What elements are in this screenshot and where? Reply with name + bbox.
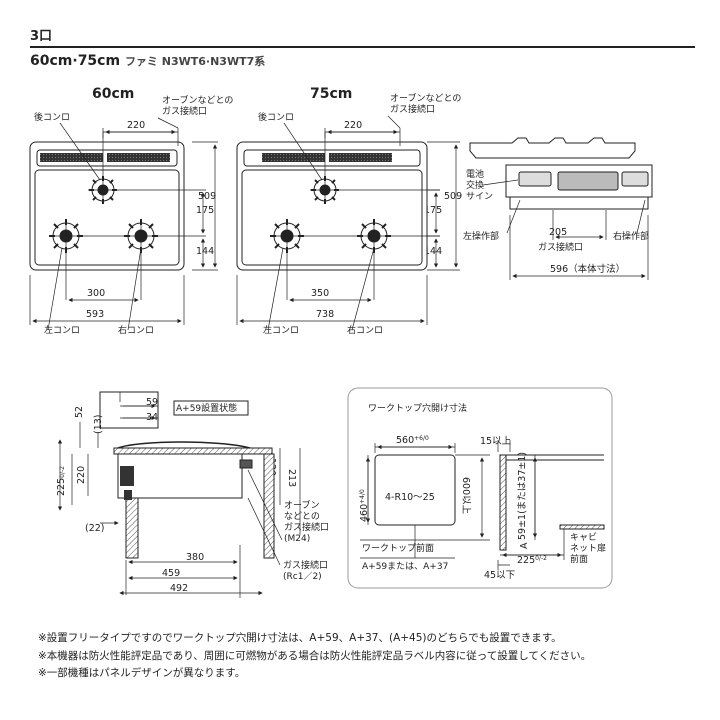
- cutout-wall: [499, 454, 507, 551]
- cutout-dim-45: 45以下: [484, 570, 516, 581]
- w60-rear-burner-label: 後コンロ: [34, 113, 71, 123]
- front-right-ctrl: 右操作部: [613, 232, 650, 242]
- w75-oven-label-2: ガス接続口: [390, 105, 436, 115]
- w60-grill-left: [40, 153, 103, 162]
- cutout-cab-1: キャビ: [570, 533, 598, 543]
- side-dim-box: [99, 391, 159, 429]
- model-60-label: 60cm: [92, 86, 135, 102]
- w75-dim-509: 509: [444, 191, 463, 202]
- side-control-block: [120, 466, 134, 500]
- section-title: 3口: [30, 29, 53, 44]
- front-battery-3: サイン: [466, 192, 494, 202]
- w75-dim-top: 220: [344, 120, 363, 131]
- side-state-box: [173, 400, 249, 416]
- page-subtitle: 60cm·75cm ファミ N3WT6·N3WT7系: [30, 54, 265, 68]
- front-dim-596: 596（本体寸法）: [550, 264, 626, 275]
- side-rear-wall: [263, 453, 275, 559]
- front-view: [469, 137, 653, 280]
- w60-grill-right: [107, 153, 170, 162]
- cutout-a-value: A+59または、A+37: [362, 562, 449, 572]
- side-dim-380: 380: [186, 552, 205, 563]
- cutout-dim-225: 2250/-2: [517, 555, 547, 566]
- w60-left-burner-label: 左コンロ: [44, 326, 81, 336]
- side-dim-459: 459: [162, 568, 181, 579]
- side-oven-1: オーブン: [284, 501, 320, 511]
- w75-back-panel: [243, 149, 421, 167]
- cutout-frame: [347, 387, 613, 589]
- side-oven-4: (M24): [284, 534, 311, 544]
- front-lower-body: [509, 196, 649, 210]
- w60-oven-label-1: オーブンなどとの: [162, 96, 234, 106]
- side-oven-3: ガス接続口: [284, 523, 330, 533]
- cutout-hole: [374, 454, 456, 526]
- cutout-front-label: ワークトップ前面: [362, 544, 435, 554]
- side-worktop: [113, 447, 273, 455]
- side-dim-492: 492: [170, 583, 189, 594]
- front-right-knob: [621, 171, 649, 187]
- side-dim-22: (22): [85, 523, 105, 534]
- w60-dim-300: 300: [87, 288, 106, 299]
- front-left-ctrl: 左操作部: [463, 232, 500, 242]
- header-rule: [30, 46, 695, 48]
- front-left-knob: [518, 171, 552, 187]
- side-oven-connector: [239, 459, 253, 469]
- side-gas-2: (Rc1／2): [283, 572, 322, 582]
- w60-right-burner-label: 右コンロ: [118, 326, 155, 336]
- cutout-dim-15: 15以上: [480, 436, 512, 447]
- w75-dim-350: 350: [311, 288, 330, 299]
- model-75-label: 75cm: [310, 86, 353, 102]
- note-2: ※本機器は防火性能評定品であり、周囲に可燃物がある場合は防火性能評定品ラベル内容…: [38, 650, 592, 662]
- w75-grill-right: [329, 153, 392, 162]
- w60-top-plate: [34, 169, 180, 266]
- w75-top-view: [236, 115, 460, 331]
- w75-right-burner-label: 右コンロ: [347, 326, 384, 336]
- cutout-dim-560: 560+6/0: [396, 435, 429, 446]
- w75-left-burner-label: 左コンロ: [263, 326, 300, 336]
- w60-dim-top: 220: [127, 120, 146, 131]
- w60-dim-509: 509: [198, 191, 217, 202]
- note-1: ※設置フリータイプですのでワークトップ穴開け寸法は、A+59、A+37、(A+4…: [38, 632, 562, 644]
- front-dim-205: 205: [549, 227, 568, 238]
- side-front-board: [125, 497, 139, 559]
- cutout-cab-2: ネット扉: [570, 544, 607, 554]
- front-gas-label: ガス接続口: [538, 243, 584, 253]
- w60-top-view: [29, 117, 218, 331]
- w75-top-plate: [241, 169, 423, 266]
- subtitle-series: ファミ N3WT6·N3WT7系: [124, 55, 266, 68]
- side-view: [57, 391, 301, 598]
- cutout-title: ワークトップ穴開け寸法: [368, 404, 468, 414]
- side-state-label: A+59設置状態: [176, 404, 238, 414]
- cutout-radius: 4-R10～25: [385, 492, 435, 503]
- w75-dim-144: 144: [424, 246, 443, 257]
- subtitle-sizes: 60cm·75cm: [30, 53, 121, 69]
- w75-rear-burner-label: 後コンロ: [258, 113, 295, 123]
- w75-oven-label-1: オーブンなどとの: [390, 94, 462, 104]
- w60-dim-593: 593: [86, 309, 105, 320]
- side-body: [117, 453, 243, 499]
- w75-dim-738: 738: [316, 309, 335, 320]
- side-oven-2: などとの: [284, 512, 320, 522]
- w60-oven-label-2: ガス接続口: [162, 107, 208, 117]
- note-3: ※一部機種はパネルデザインが異なります。: [38, 667, 246, 679]
- w75-grill-left: [262, 153, 325, 162]
- cutout-cab-3: 前面: [570, 555, 589, 565]
- w75-dim-175: 175: [424, 205, 443, 216]
- front-battery-1: 電池: [466, 170, 485, 180]
- side-gas-1: ガス接続口: [283, 561, 329, 571]
- front-battery-2: 交換: [466, 181, 485, 191]
- front-top-burners: [469, 137, 636, 159]
- front-grill-door: [557, 171, 619, 191]
- side-trivet: [117, 441, 251, 449]
- cutout-counter: [559, 524, 605, 530]
- cutout-diagram: [347, 387, 613, 589]
- side-dim-59: 59: [146, 397, 159, 408]
